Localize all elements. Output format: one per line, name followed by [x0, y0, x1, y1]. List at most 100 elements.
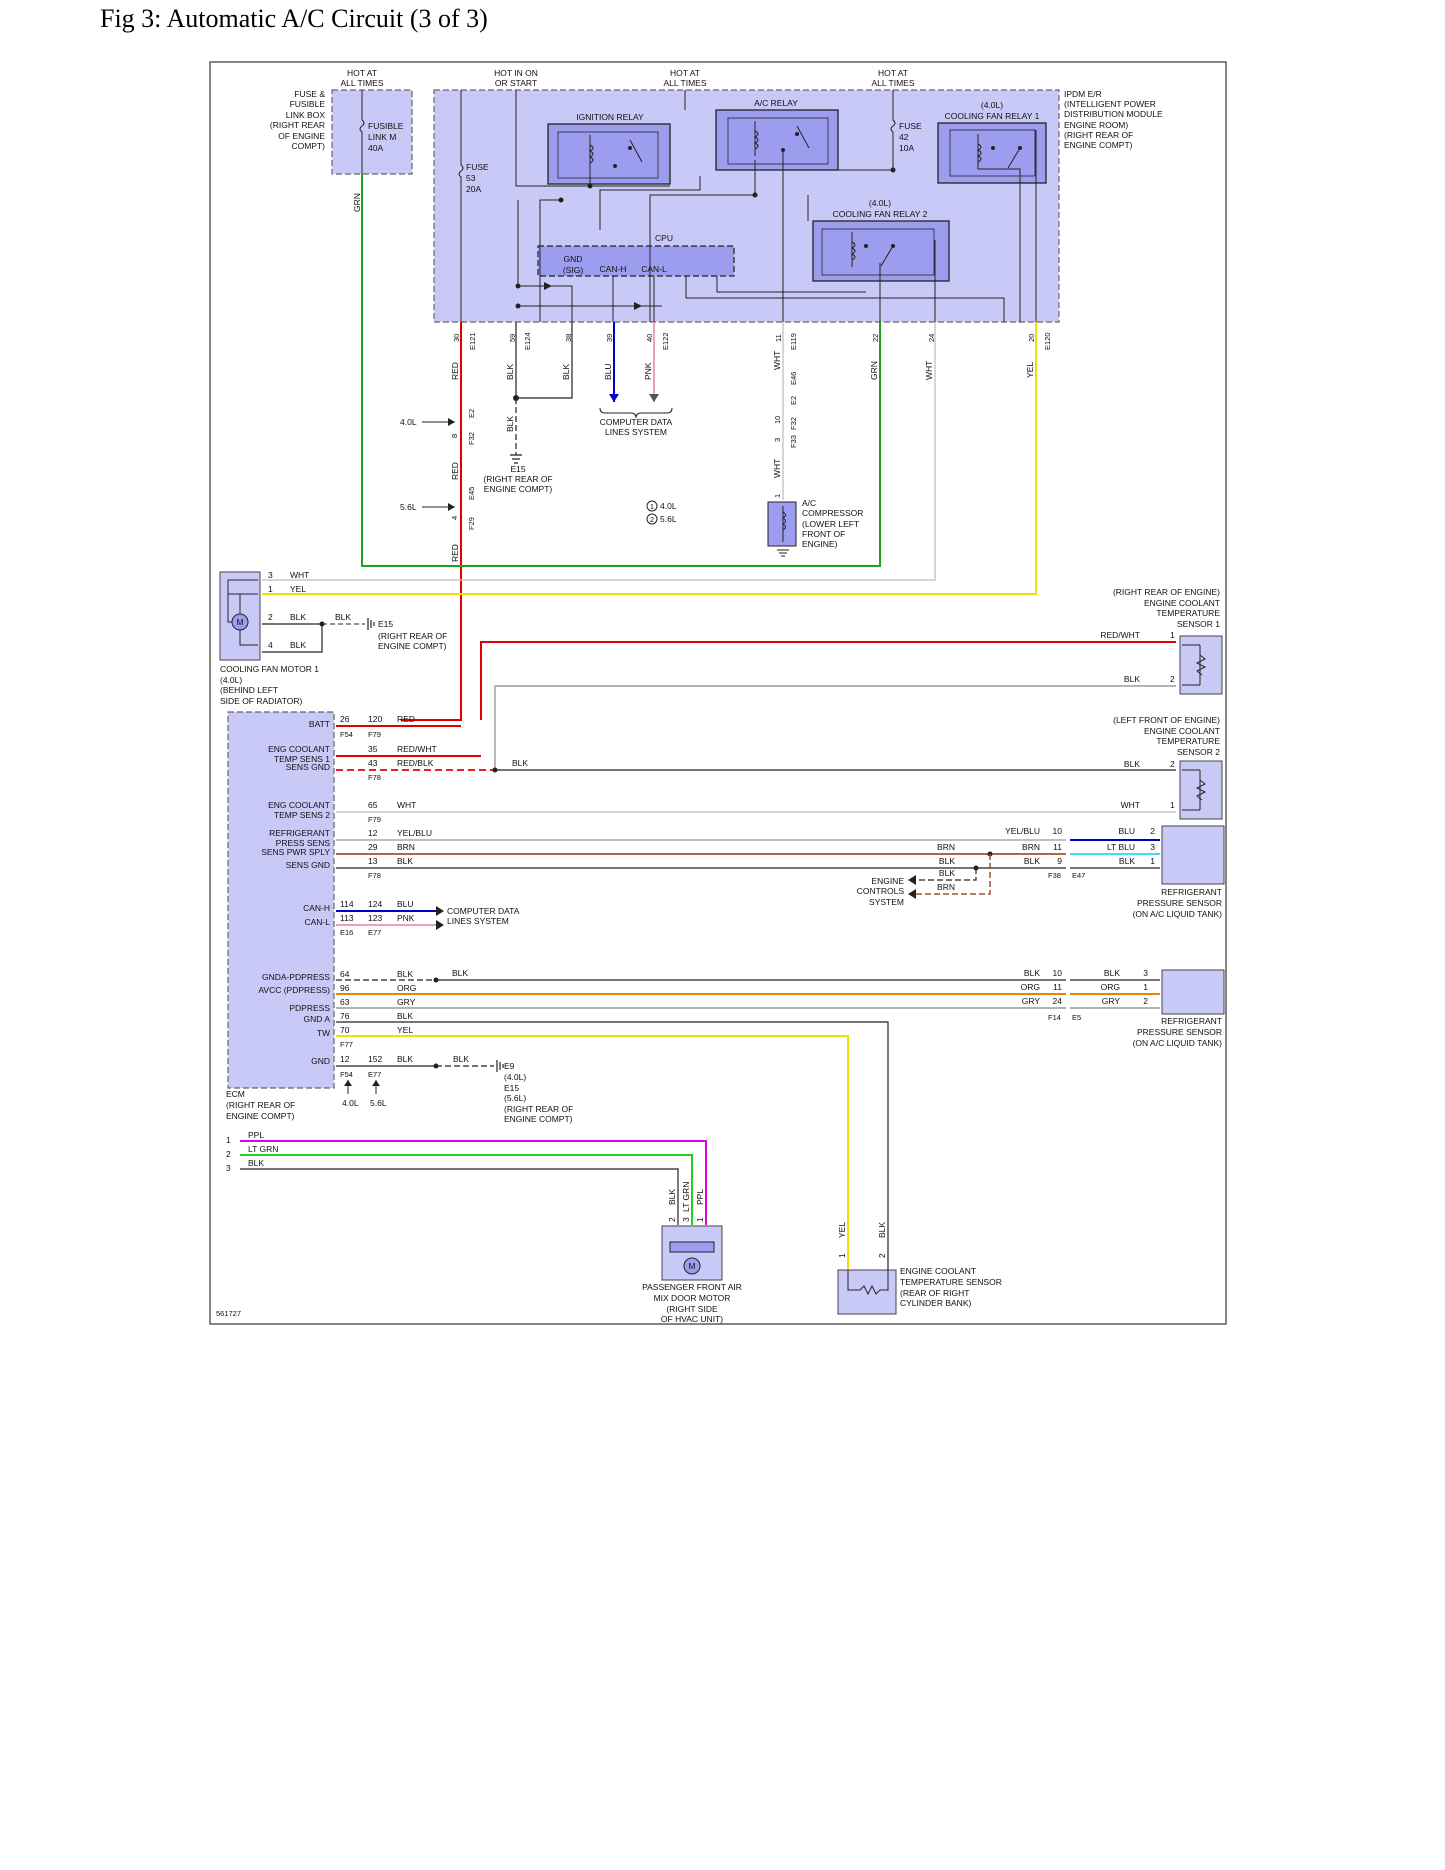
refrig-sensor-2-label: REFRIGERANT PRESSURE SENSOR (ON A/C LIQU… [1133, 1016, 1223, 1048]
fan-relay-2-label: (4.0L) COOLING FAN RELAY 2 [833, 198, 928, 219]
ac-relay [715, 109, 839, 171]
wire-label-red-1: RED [450, 362, 460, 380]
svg-text:SENS GND: SENS GND [286, 860, 330, 870]
coolant-sensor-2-label: (LEFT FRONT OF ENGINE) ENGINE COOLANT TE… [1113, 715, 1220, 757]
brace [599, 407, 673, 419]
svg-text:REFRIGERANT: REFRIGERANT [269, 828, 330, 838]
svg-text:1: 1 [695, 1217, 705, 1222]
svg-text:AVCC (PDPRESS): AVCC (PDPRESS) [258, 985, 330, 995]
ecm-module [227, 711, 335, 1089]
svg-text:F29: F29 [467, 517, 476, 530]
svg-text:TEMPERATURE: TEMPERATURE [1156, 608, 1220, 618]
svg-text:39: 39 [605, 334, 614, 342]
svg-text:BRN: BRN [397, 842, 415, 852]
svg-text:2: 2 [1143, 996, 1148, 1006]
ac-relay-label: A/C RELAY [754, 98, 798, 108]
svg-text:BLK: BLK [397, 969, 413, 979]
svg-text:PDPRESS: PDPRESS [289, 1003, 330, 1013]
ground-symbol-e15 [510, 454, 522, 464]
ipdm-diode-2 [634, 302, 642, 310]
cooling-fan-relay-2 [812, 220, 950, 282]
power-label-hot-on-start: HOT IN ON OR START [494, 68, 538, 88]
power-label-hot-always-3: HOT AT ALL TIMES [872, 68, 915, 88]
svg-text:M: M [236, 617, 243, 627]
svg-text:CYLINDER BANK): CYLINDER BANK) [900, 1298, 971, 1308]
ignition-relay-coil [588, 135, 594, 170]
cooling-fan-relay-1 [937, 122, 1047, 184]
svg-text:F38: F38 [1048, 871, 1061, 880]
wire-red-wht-sensor-1 [480, 641, 1176, 720]
bank-sensor-label: ENGINE COOLANT TEMPERATURE SENSOR (REAR … [900, 1266, 1002, 1308]
svg-text:F33: F33 [789, 435, 798, 448]
svg-text:ENGINE COMPT): ENGINE COMPT) [226, 1111, 295, 1121]
svg-text:24: 24 [927, 334, 936, 342]
svg-text:114: 114 [340, 899, 354, 909]
svg-text:ORG: ORG [1021, 982, 1040, 992]
wire-label-red-3: RED [450, 544, 460, 562]
sensor-2-wire-2: WHT [1121, 800, 1140, 810]
svg-text:E9: E9 [504, 1061, 515, 1071]
svg-text:ENGINE COMPT): ENGINE COMPT) [378, 641, 447, 651]
svg-text:SYSTEM: SYSTEM [869, 897, 904, 907]
svg-text:SENSOR 1: SENSOR 1 [1177, 619, 1220, 629]
svg-text:E15: E15 [504, 1083, 519, 1093]
svg-text:COMPRESSOR: COMPRESSOR [802, 508, 863, 518]
svg-text:1: 1 [1150, 856, 1155, 866]
fuse-53-symbol [458, 90, 464, 200]
ipdm-label: IPDM E/R (INTELLIGENT POWER DISTRIBUTION… [1064, 89, 1163, 150]
svg-text:35: 35 [368, 744, 378, 754]
svg-text:1: 1 [1170, 630, 1175, 640]
svg-text:LT BLU: LT BLU [1107, 842, 1135, 852]
refrig-1-blk-label: BLK [939, 856, 955, 866]
wire-label-pnk: PNK [643, 362, 653, 380]
refrigerant-pressure-sensor-2 [1161, 969, 1225, 1015]
svg-text:E77: E77 [368, 1070, 381, 1079]
svg-text:59: 59 [508, 334, 517, 342]
ac-relay-coil [753, 121, 759, 156]
wire-label-wht-1: WHT [772, 351, 782, 370]
svg-text:PRESSURE SENSOR: PRESSURE SENSOR [1137, 1027, 1222, 1037]
svg-text:22: 22 [871, 334, 880, 342]
svg-text:113: 113 [340, 913, 354, 923]
svg-text:FUSIBLE: FUSIBLE [290, 99, 326, 109]
svg-text:(RIGHT REAR OF: (RIGHT REAR OF [504, 1104, 573, 1114]
svg-text:2: 2 [1150, 826, 1155, 836]
fan-relay-2-coil [850, 232, 856, 267]
fan-relay-2-switch [880, 245, 894, 267]
e9-wire-label: BLK [453, 1054, 469, 1064]
figure-id: 561727 [216, 1309, 241, 1318]
svg-text:TEMP SENS 2: TEMP SENS 2 [274, 810, 330, 820]
ac-compressor-coil [782, 506, 786, 542]
refrig-2-blk-mid: BLK [452, 968, 468, 978]
wire-wht-24 [262, 322, 936, 581]
svg-text:3: 3 [681, 1217, 691, 1222]
svg-text:76: 76 [340, 1011, 350, 1021]
svg-text:65: 65 [368, 800, 378, 810]
svg-text:E2: E2 [789, 396, 798, 405]
svg-text:E47: E47 [1072, 871, 1085, 880]
svg-text:40: 40 [645, 334, 654, 342]
ignition-relay-label: IGNITION RELAY [576, 112, 644, 122]
svg-text:LT GRN: LT GRN [248, 1144, 278, 1154]
wire-blk-engine-controls [916, 868, 977, 881]
ipdm-diode-1 [544, 282, 552, 290]
svg-text:OF ENGINE: OF ENGINE [278, 131, 325, 141]
svg-text:FRONT OF: FRONT OF [802, 529, 845, 539]
svg-text:GNDA-PDPRESS: GNDA-PDPRESS [262, 972, 330, 982]
ac-compressor-label: A/C COMPRESSOR (LOWER LEFT FRONT OF ENGI… [802, 498, 863, 549]
svg-text:124: 124 [368, 899, 382, 909]
svg-text:8: 8 [450, 434, 459, 438]
svg-text:DISTRIBUTION MODULE: DISTRIBUTION MODULE [1064, 109, 1163, 119]
ac-relay-switch [796, 125, 810, 149]
svg-text:CONTROLS: CONTROLS [857, 886, 905, 896]
wire-grn [361, 174, 881, 567]
svg-text:3: 3 [268, 570, 273, 580]
svg-text:LINES SYSTEM: LINES SYSTEM [605, 427, 667, 437]
refrig-sensor-1-left: YEL/BLU BRN BLK 10 11 9 F38 E47 [1005, 826, 1085, 880]
fusible-link-symbol [359, 90, 365, 174]
svg-text:(BEHIND LEFT: (BEHIND LEFT [220, 685, 278, 695]
svg-text:BLU: BLU [397, 899, 414, 909]
wire-label-red-2: RED [450, 462, 460, 480]
fan-motor-label: COOLING FAN MOTOR 1 (4.0L) (BEHIND LEFT … [220, 664, 319, 706]
ipdm-pin-connectors: 30 E121 59 E124 38 39 40 E122 11 E119 22… [452, 332, 1052, 350]
